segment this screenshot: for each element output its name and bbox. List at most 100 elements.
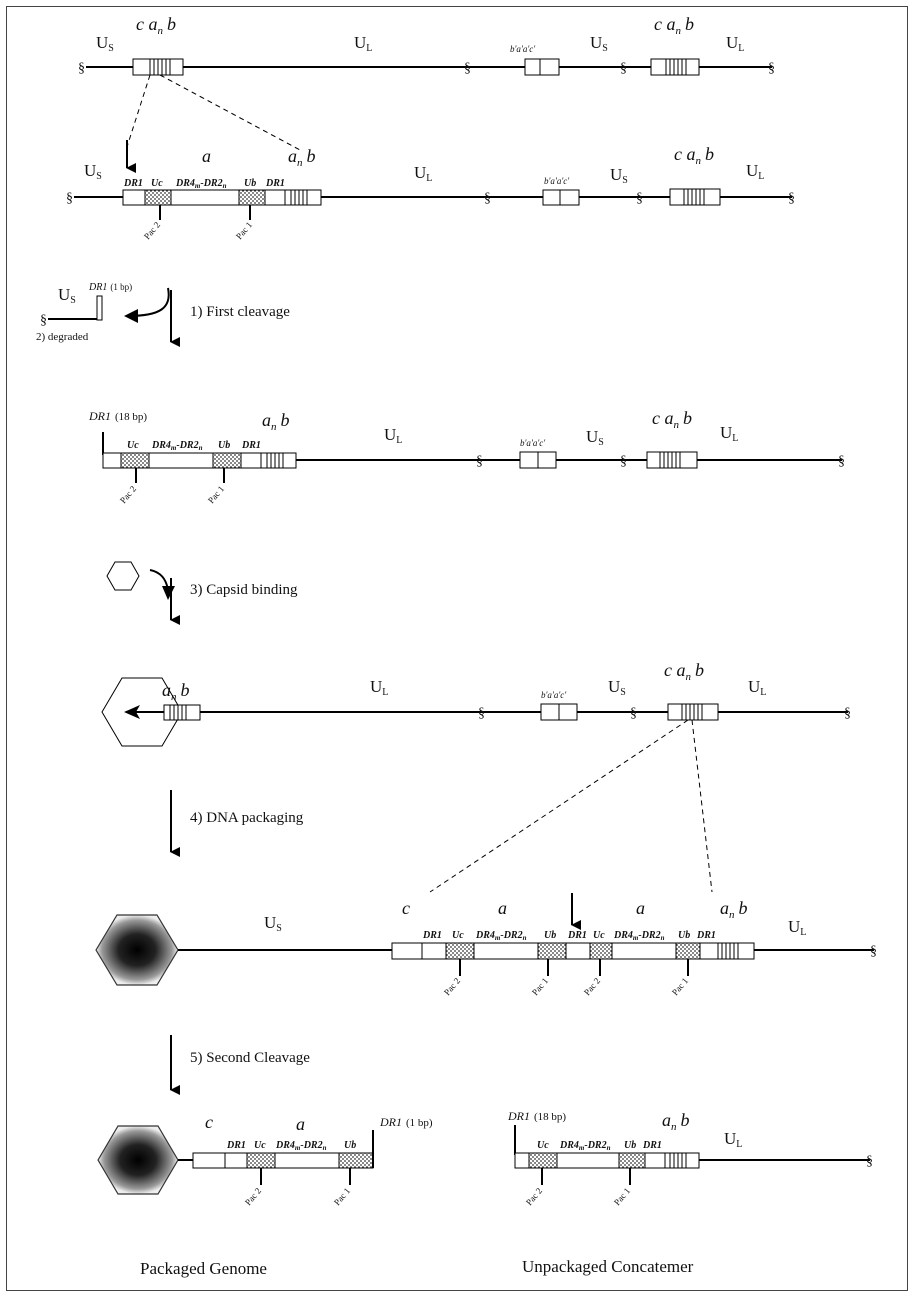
dr1-label: DR1 [696,930,716,941]
break-symbol: § [636,191,643,206]
break-symbol: § [78,61,85,76]
c-label: c [205,1112,213,1132]
repeat-box [717,942,755,960]
ul-label: UL [354,33,372,54]
degraded-label: 2) degraded [36,331,89,343]
ub-box [238,189,266,206]
break-symbol: § [844,706,851,721]
pac2-label: Pac 2 [243,1186,263,1208]
dr1-box [122,189,146,206]
uc-box [246,1152,276,1169]
pac2-label: Pac 2 [524,1186,544,1208]
dr1-label: DR1 [567,930,587,941]
row-2-expanded: § § § § Pac 2 Pac 1 DR1 Uc DR4m-DR2n Ub … [66,144,795,241]
c-label: c [402,898,410,918]
ul-label: UL [384,425,402,446]
a-repeat-region [650,58,700,76]
step-3-label: 3) Capsid binding [190,582,298,598]
ub-box [618,1152,646,1169]
us-label: US [610,165,628,186]
step-4-label: 4) DNA packaging [190,810,304,826]
dr1-label: DR1 [265,178,285,189]
ul-label: UL [726,33,744,54]
ub-label: Ub [678,930,690,941]
dr1-box [421,942,447,960]
break-symbol: § [768,61,775,76]
dr1-box [565,942,591,960]
ub-label: Ub [218,440,230,451]
pac1-label: Pac 1 [670,976,690,998]
break-symbol: § [620,61,627,76]
a-repeat-region [669,188,721,206]
uc-box [528,1152,558,1169]
dr1-label: DR1 [226,1140,246,1151]
uc-label: Uc [254,1140,266,1151]
us-label: US [590,33,608,54]
pac2-label: Pac 2 [582,976,602,998]
a-repeat-region [667,703,719,721]
us-label: US [608,677,626,698]
row-3-after-cleavage: DR1(18 bp) § § § Pac 2 Pac 1 Uc DR4m-DR2… [88,408,845,505]
zoom-line [125,74,151,151]
dr4-dr2-box [148,452,214,469]
dr4-dr2-label: DR4m-DR2n [151,440,203,452]
pac2-label: Pac 2 [142,220,162,242]
c-region-box [192,1152,226,1169]
dr1-label: DR1 [123,178,143,189]
packaged-genome: Pac 2 Pac 1 DR1 Uc DR4m-DR2n Ub c a DR1(… [97,1112,433,1278]
break-symbol: § [476,454,483,469]
unpackaged-concatemer: DR1(18 bp) § Pac 2 Pac 1 Uc DR4m-DR2n Ub… [507,1109,873,1276]
us-label: US [264,913,282,934]
pac1-label: Pac 1 [612,1186,632,1208]
zoom-line [159,74,301,151]
dr4-dr2-box [611,942,677,960]
ub-box [338,1152,374,1169]
diagram-frame [6,6,908,1291]
unpackaged-concatemer-caption: Unpackaged Concatemer [522,1257,694,1276]
bac-label: b'a'a'c' [520,438,546,448]
uc-box [144,189,172,206]
row-5-packaging: § Pac 2 Pac 1 Pac 2 Pac 1 DR1 Uc DR4m-DR… [95,893,877,998]
pac2-label: Pac 2 [118,484,138,506]
break-symbol: § [66,191,73,206]
dr1-box [264,189,286,206]
pac2-label: Pac 2 [442,976,462,998]
ul-label: UL [788,917,806,938]
us-label: US [96,33,114,54]
ul-label: UL [414,163,432,184]
ub-label: Ub [624,1140,636,1151]
curved-arrowhead [162,586,175,600]
dr1-label: DR1 [422,930,442,941]
us-label: US [58,285,76,306]
zoom-line [429,719,689,893]
step-4-dna-packaging: 4) DNA packaging [170,790,304,857]
uc-box [589,942,613,960]
c-region-box [391,942,423,960]
dr4-dr2-box [473,942,539,960]
ub-box [212,452,242,469]
pac1-label: Pac 1 [206,484,226,506]
ul-label: UL [370,677,388,698]
dr4-dr2-label: DR4m-DR2n [475,930,527,942]
dr1-box [224,1152,248,1169]
break-symbol: § [838,454,845,469]
dr4-dr2-label: DR4m-DR2n [275,1140,327,1152]
bac-label: b'a'a'c' [510,44,536,54]
dr1-label: DR1 [642,1140,662,1151]
ub-box [675,942,701,960]
dr1-box [699,942,719,960]
pac1-label: Pac 1 [234,220,254,242]
bac-label: b'a'a'c' [544,176,570,186]
inverted-a-region [524,58,560,76]
uc-label: Uc [593,930,605,941]
ul-label: UL [720,423,738,444]
